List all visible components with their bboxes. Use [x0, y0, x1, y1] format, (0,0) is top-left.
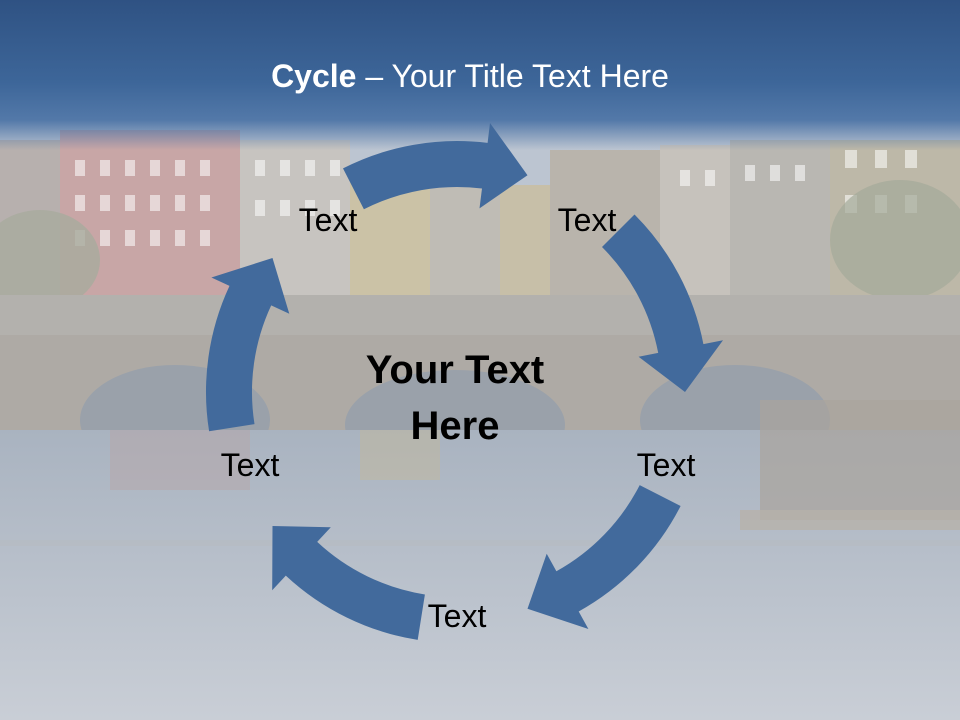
cycle-node-4[interactable]: Text	[427, 598, 487, 634]
slide-title[interactable]: Cycle – Your Title Text Here	[0, 54, 940, 98]
title-bar	[0, 0, 960, 150]
title-bold: Cycle	[271, 58, 357, 94]
cycle-arrow-2[interactable]	[602, 214, 723, 393]
cycle-node-5[interactable]: Text	[220, 447, 280, 483]
center-text-line-1: Your Text	[365, 348, 545, 392]
cycle-arrow-1[interactable]	[343, 123, 528, 210]
title-rest: – Your Title Text Here	[356, 58, 669, 94]
cycle-arrow-5[interactable]	[205, 258, 290, 432]
cycle-arrow-4[interactable]	[272, 526, 425, 640]
center-text-line-2: Here	[410, 404, 500, 448]
cycle-node-1[interactable]: Text	[298, 202, 358, 238]
cycle-node-3[interactable]: Text	[636, 447, 696, 483]
center-text[interactable]: Your Text Here	[355, 342, 555, 454]
cycle-node-2[interactable]: Text	[557, 202, 617, 238]
cycle-arrow-3[interactable]	[527, 485, 681, 629]
cycle-arrows	[205, 123, 723, 640]
